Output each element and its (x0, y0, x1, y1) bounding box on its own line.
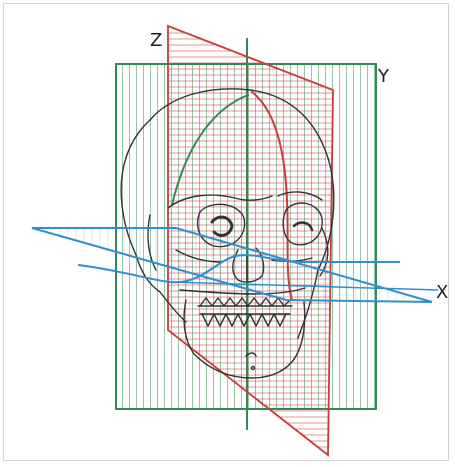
y-axis-label: Y (377, 66, 390, 87)
z-axis-label: Z (150, 30, 162, 51)
x-axis-label: X (436, 282, 448, 303)
